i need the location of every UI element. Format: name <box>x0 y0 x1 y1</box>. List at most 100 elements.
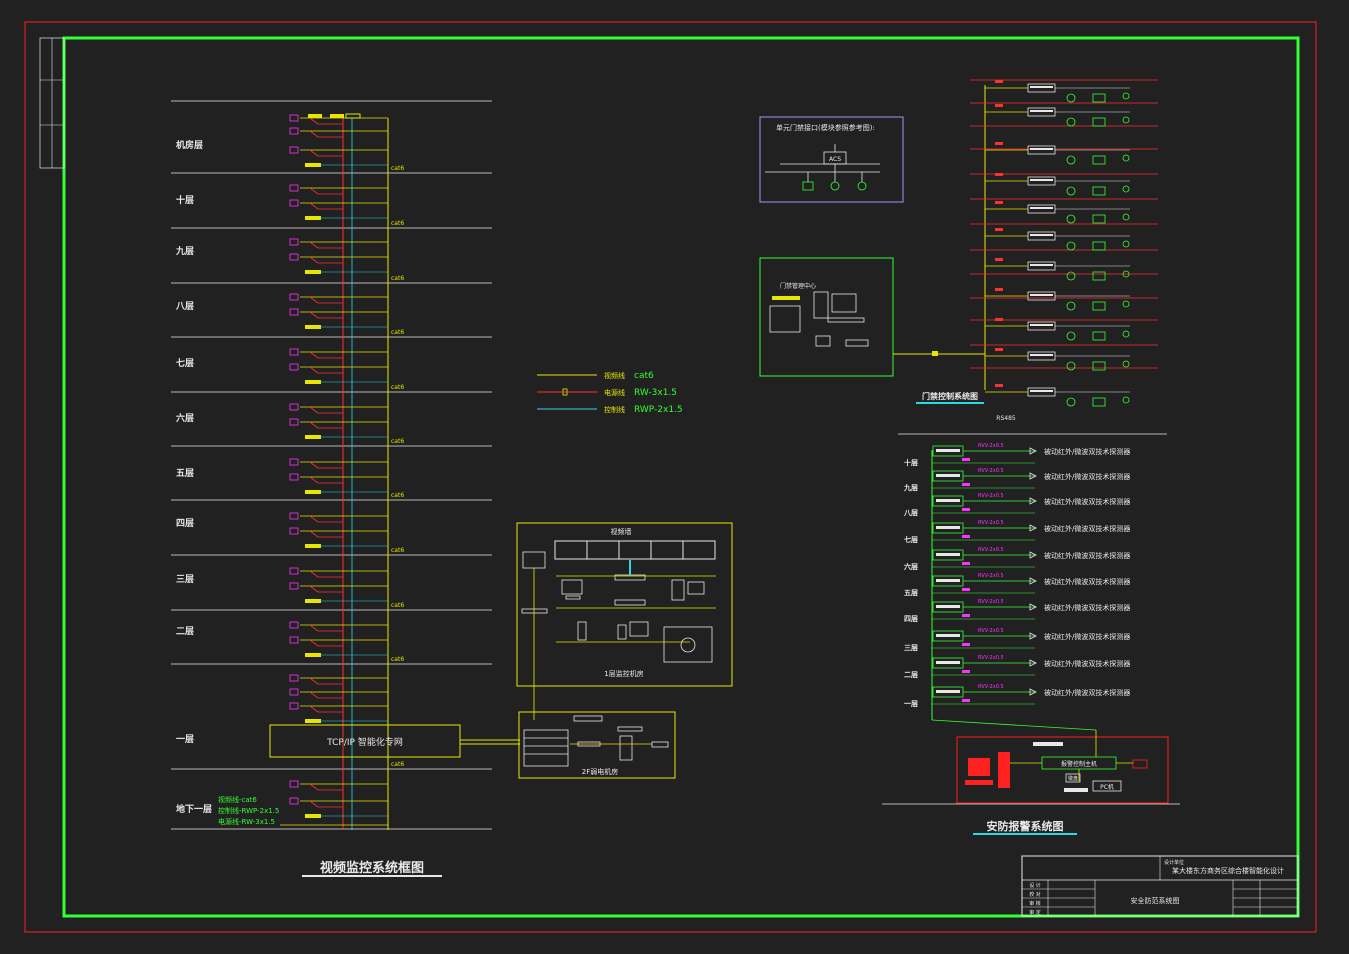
camera-icon <box>289 688 299 696</box>
title-block: 某大楼东方商务区综合楼智能化设计 设计单位 设 计 校 对 审 核 审 定 安全… <box>1021 855 1299 917</box>
legend-spec-video: cat6 <box>634 371 654 381</box>
alarm-cable-tag: RVV-2x0.5 <box>978 599 1004 605</box>
power-box <box>305 435 321 439</box>
camera-icon <box>289 308 299 316</box>
alarm-cable-tag: RVV-2x0.5 <box>978 443 1004 449</box>
alarm-zone-tag <box>962 614 970 617</box>
detector-icon <box>1029 659 1037 667</box>
detector-label: 被动红外/微波双技术探测器 <box>1044 524 1130 533</box>
exit-button-icon <box>1122 300 1130 308</box>
monitor-room-devices <box>521 551 713 663</box>
cable-tag: cat6 <box>391 761 404 768</box>
camera-icon <box>289 348 299 356</box>
exit-button-icon <box>1122 270 1130 278</box>
top-box-3 <box>345 113 361 119</box>
door-reader-icon <box>1066 331 1076 341</box>
power-box <box>305 216 321 220</box>
binding-strip <box>39 37 65 169</box>
floor-label: 地下一层 <box>176 803 212 815</box>
detector-label: 被动红外/微波双技术探测器 <box>1044 688 1130 697</box>
access-power-tag <box>995 80 1003 83</box>
cable-legend: 视频线 cat6 电源线 RW-3x1.5 控制线 RWP-2x1.5 <box>537 371 683 415</box>
alarm-floor-label: 十层 <box>904 458 918 467</box>
alarm-cable-tag: RVV-2x0.5 <box>978 655 1004 661</box>
camera-power-tap <box>309 241 319 249</box>
alarm-psu-label: PC机 <box>1100 783 1114 791</box>
alarm-module-fill <box>936 634 960 637</box>
detector-label: 被动红外/微波双技术探测器 <box>1044 632 1130 641</box>
floor-label: 五层 <box>176 468 194 479</box>
detector-label: 被动红外/微波双技术探测器 <box>1044 551 1130 560</box>
title-block-row-2: 校 对 <box>1029 891 1041 898</box>
alarm-floor-label: 二层 <box>904 670 918 679</box>
access-power-tag <box>995 201 1003 204</box>
exit-button-icon <box>1122 240 1130 248</box>
camera-icon <box>289 512 299 520</box>
door-lock-icon <box>1092 301 1106 311</box>
alarm-zone-tag <box>962 562 970 565</box>
access-controller-fill <box>1030 234 1053 236</box>
access-panel-title: 单元门禁接口(模块参照参考图): <box>776 123 875 132</box>
detector-icon <box>1029 688 1037 696</box>
power-box <box>305 544 321 548</box>
access-center-label: 门禁管理中心 <box>780 282 816 290</box>
power-box <box>305 270 321 274</box>
access-power-tag <box>995 173 1003 176</box>
detector-icon <box>1029 472 1037 480</box>
alarm-module-fill <box>936 553 960 556</box>
door-lock-icon <box>1092 397 1106 407</box>
camera-power-tap <box>309 130 319 138</box>
exit-button-icon <box>1122 154 1130 162</box>
camera-icon <box>289 199 299 207</box>
alarm-zone-tag <box>962 670 970 673</box>
alarm-zone-tag <box>962 535 970 538</box>
detector-label: 被动红外/微波双技术探测器 <box>1044 577 1130 586</box>
floor-label: 七层 <box>176 357 194 369</box>
camera-power-tap <box>309 624 319 632</box>
alarm-module-fill <box>936 526 960 529</box>
alarm-module-fill <box>936 661 960 664</box>
camera-icon <box>289 114 299 122</box>
title-block-drawing: 安全防范系统图 <box>1131 896 1180 905</box>
camera-icon <box>289 797 299 805</box>
camera-icon <box>289 674 299 682</box>
camera-power-tap <box>309 530 319 538</box>
door-lock-icon <box>1092 271 1106 281</box>
cable-tag: cat6 <box>391 602 404 609</box>
camera-icon <box>289 363 299 371</box>
power-box <box>305 380 321 384</box>
access-controller-fill <box>1030 324 1053 326</box>
alarm-host-label: 报警控制主机 <box>1061 760 1097 768</box>
alarm-zone-tag <box>962 643 970 646</box>
access-controller-fill <box>1030 86 1053 88</box>
alarm-floor-label: 五层 <box>904 588 918 597</box>
floor-label: 机房层 <box>176 139 203 151</box>
title-block-row-4: 审 定 <box>1029 909 1041 916</box>
access-controller-fill <box>1030 294 1053 296</box>
legend-spec-control: RWP-2x1.5 <box>634 405 683 415</box>
video-surveillance-diagram: 机房层十层九层八层七层六层五层四层三层二层一层地下一层cat6cat6cat6c… <box>171 100 492 830</box>
access-title: 门禁控制系统图 <box>922 391 978 401</box>
alarm-floor-label: 四层 <box>904 614 918 623</box>
door-reader-icon <box>1066 93 1076 103</box>
cable-tag: cat6 <box>391 384 404 391</box>
cable-tag: cat6 <box>391 547 404 554</box>
camera-power-tap <box>309 705 319 713</box>
equipment-room-caption: 2F弱电机房 <box>582 767 618 776</box>
camera-power-tap <box>309 421 319 429</box>
network-box <box>269 724 461 758</box>
floor-label: 六层 <box>176 412 194 424</box>
door-reader-icon <box>1066 301 1076 311</box>
access-power-tag <box>995 228 1003 231</box>
camera-icon <box>289 567 299 575</box>
camera-icon <box>289 527 299 535</box>
camera-power-tap <box>309 461 319 469</box>
camera-icon <box>289 418 299 426</box>
exit-button-icon <box>1122 185 1130 193</box>
alarm-cable-tag: RVV-2x0.5 <box>978 573 1004 579</box>
alarm-floor-label: 六层 <box>904 562 918 571</box>
camera-icon <box>289 238 299 246</box>
power-box <box>305 653 321 657</box>
door-reader-icon <box>1066 214 1076 224</box>
